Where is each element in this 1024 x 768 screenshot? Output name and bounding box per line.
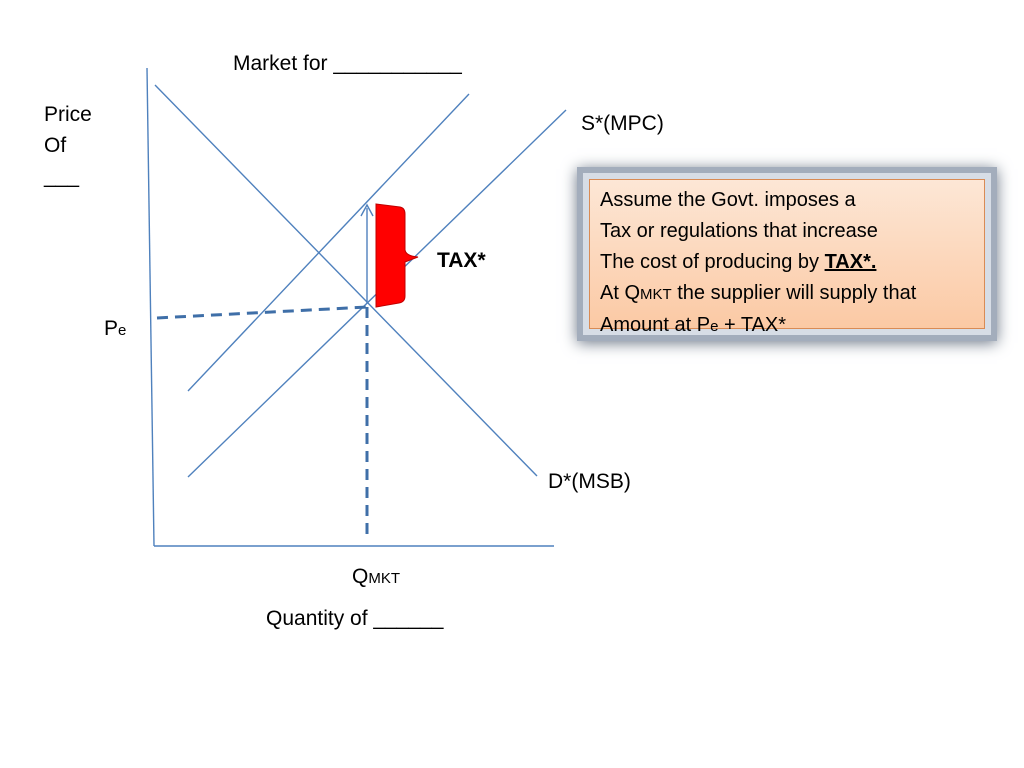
callout-line-5-prefix: Amount at P — [600, 314, 711, 336]
callout-line-5-sub: e — [710, 318, 719, 335]
callout-line-5: Amount at Pe + TAX* — [600, 310, 976, 342]
callout-line-4-prefix: At — [600, 282, 625, 304]
supply-curve-label: S*(MPC) — [581, 112, 664, 135]
callout-line-4: At QMKT the supplier will supply that — [600, 278, 976, 310]
callout-line-4-suffix: the supplier will supply that — [671, 282, 917, 304]
callout-line-4-q-sub: MKT — [640, 286, 672, 303]
explanation-callout: Assume the Govt. imposes a Tax or regula… — [589, 179, 985, 336]
qmkt-subscript: MKT — [368, 570, 401, 587]
pe-subscript: e — [118, 322, 127, 339]
equilibrium-price-label: Pe — [104, 313, 126, 346]
y-axis-label-line-2: Of — [44, 134, 67, 157]
chart-title: Market for ___________ — [233, 52, 462, 75]
supply-curve-with-tax — [187, 93, 470, 392]
x-axis-label: Quantity of ______ — [266, 607, 444, 630]
callout-line-5-suffix: + TAX* — [718, 314, 787, 336]
callout-line-3-text: The cost of producing by — [600, 251, 825, 273]
callout-line-3: The cost of producing by TAX*. — [600, 247, 976, 278]
pe-main: P — [104, 317, 119, 340]
callout-line-1: Assume the Govt. imposes a — [600, 189, 856, 211]
y-axis-label-line-3: ___ — [44, 165, 80, 188]
market-quantity-label: QMKT — [352, 561, 400, 594]
callout-line-2: Tax or regulations that increase — [600, 220, 878, 242]
demand-curve-label: D*(MSB) — [548, 470, 631, 493]
tax-brace — [375, 203, 419, 308]
callout-line-4-q: Q — [624, 282, 641, 304]
y-axis-label: Price Of ___ — [44, 99, 114, 192]
callout-tax-emphasis: TAX*. — [824, 251, 877, 273]
y-axis — [146, 67, 155, 547]
tax-arrow-head — [360, 203, 374, 217]
tax-label: TAX* — [437, 249, 486, 272]
demand-curve — [154, 84, 538, 477]
y-axis-label-line-1: Price — [44, 103, 92, 126]
qmkt-main: Q — [352, 565, 369, 588]
